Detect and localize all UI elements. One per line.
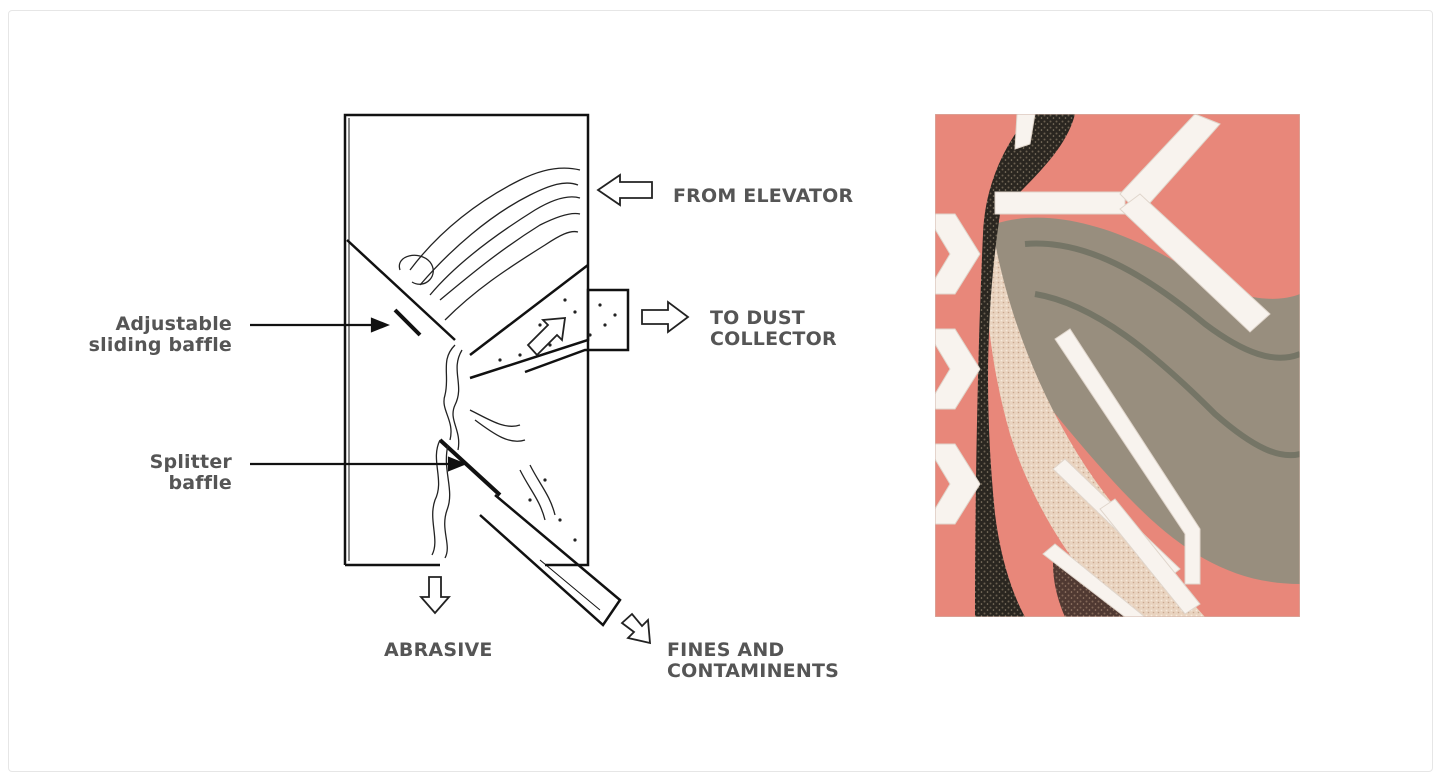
label-splitter-baffle: Splitter baffle [100, 452, 232, 494]
separator-photo [935, 114, 1300, 617]
label-to-dust-collector: TO DUST COLLECTOR [710, 308, 837, 350]
from-elevator-arrow [598, 175, 652, 205]
fines-chute [480, 495, 620, 625]
pointer-arrowhead [372, 319, 387, 331]
sliding-baffle [395, 310, 420, 335]
label-abrasive: ABRASIVE [384, 640, 493, 661]
to-dust-arrow [642, 302, 688, 332]
fines-arrow [622, 614, 650, 643]
label-from-elevator: FROM ELEVATOR [673, 186, 853, 207]
fines-chute-inner [540, 560, 600, 610]
label-adjustable-baffle: Adjustable sliding baffle [60, 314, 232, 356]
abrasive-arrow [421, 577, 449, 613]
y-baffle-left [995, 192, 1125, 214]
hopper-right-slope [470, 265, 588, 355]
label-fines-contaminents: FINES AND CONTAMINENTS [667, 640, 839, 682]
